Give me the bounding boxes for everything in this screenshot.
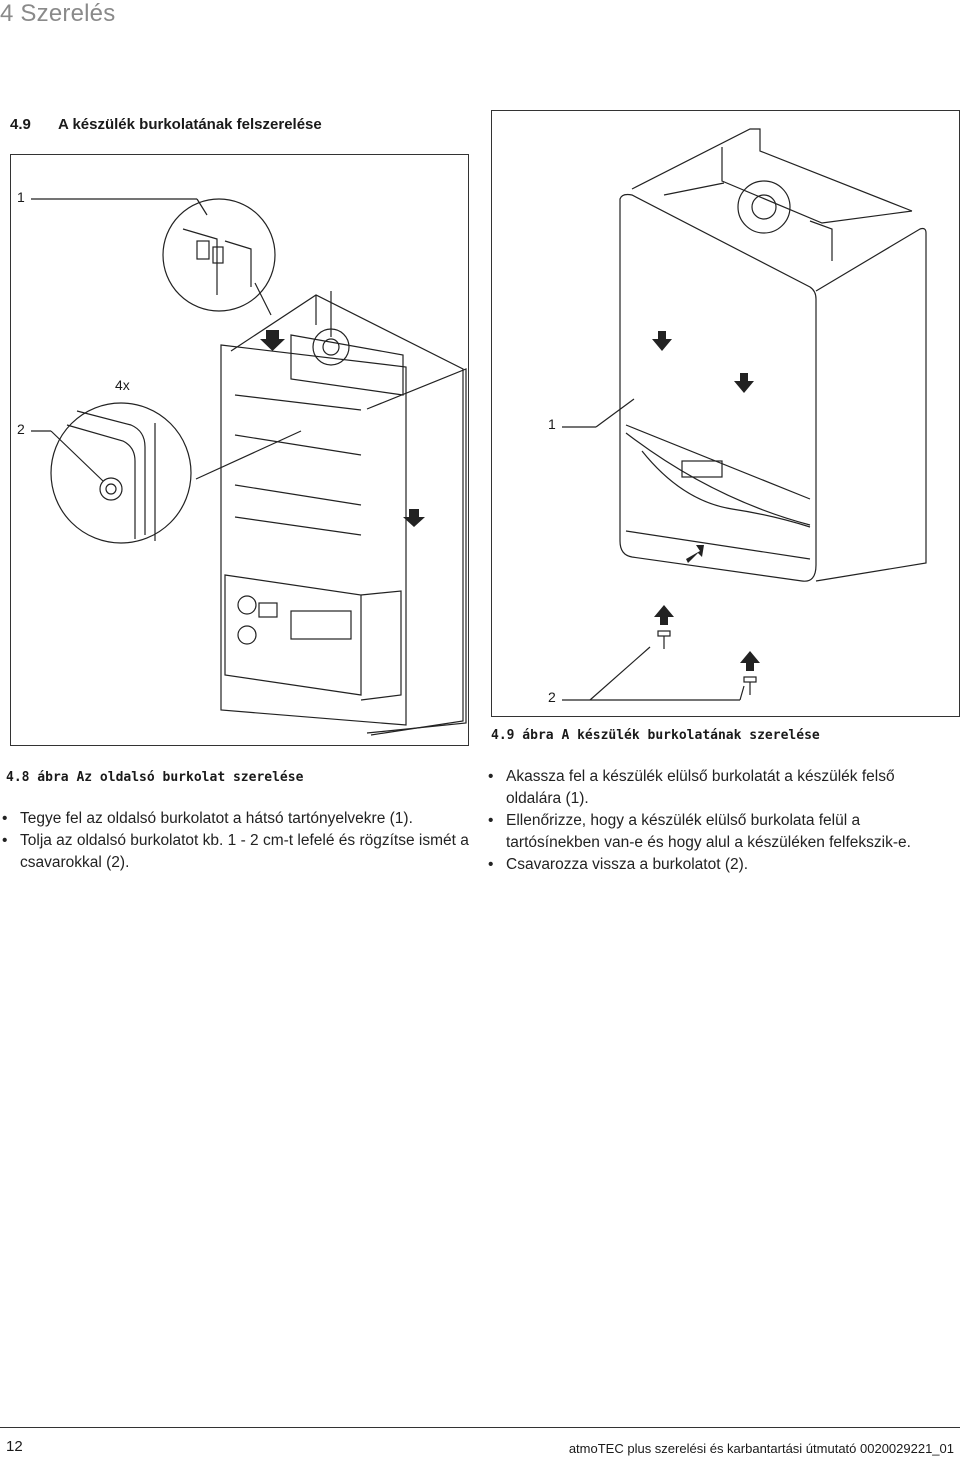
label-4x: 4x (115, 377, 130, 393)
side-panel-drawing (31, 198, 467, 736)
document-title: atmoTEC plus szerelési és karbantartási … (568, 1441, 954, 1456)
down-arrow-icon (403, 509, 425, 527)
label-1: 1 (17, 189, 25, 205)
label-2: 2 (17, 421, 25, 437)
down-arrow-icon (734, 373, 754, 393)
figure-front-panel: 1 2 (491, 110, 960, 717)
section-title: A készülék burkolatának felszerelése (58, 116, 322, 133)
up-arrow-icon (686, 545, 704, 563)
figure-caption-right: 4.9 ábra A készülék burkolatának szerelé… (491, 728, 820, 743)
list-item: Ellenőrizze, hogy a készülék elülső burk… (486, 810, 951, 854)
figure-caption-left: 4.8 ábra Az oldalsó burkolat szerelése (6, 770, 304, 785)
label-2: 2 (548, 689, 556, 705)
up-arrow-icon (654, 605, 674, 625)
screw-icon (657, 630, 757, 695)
list-item: Csavarozza vissza a burkolatot (2). (486, 854, 951, 876)
down-arrow-icon (652, 331, 672, 351)
left-steps-list: Tegye fel az oldalsó burkolatot a hátsó … (0, 808, 470, 874)
right-steps-list: Akassza fel a készülék elülső burkolatát… (486, 766, 951, 876)
label-1: 1 (548, 416, 556, 432)
list-item: Tolja az oldalsó burkolatot kb. 1 - 2 cm… (0, 830, 470, 874)
chapter-header: 4 Szerelés (0, 0, 116, 27)
page-number: 12 (6, 1438, 23, 1455)
up-arrow-icon (740, 651, 760, 671)
list-item: Tegye fel az oldalsó burkolatot a hátsó … (0, 808, 470, 830)
section-number: 4.9 (10, 116, 31, 133)
figure-side-panel: 1 4x 2 (10, 154, 469, 746)
section-heading: 4.9 A készülék burkolatának felszerelése (10, 116, 322, 133)
footer-divider (0, 1427, 960, 1428)
list-item: Akassza fel a készülék elülső burkolatát… (486, 766, 951, 810)
front-panel-drawing (562, 128, 927, 701)
down-arrow-icon (260, 330, 285, 351)
